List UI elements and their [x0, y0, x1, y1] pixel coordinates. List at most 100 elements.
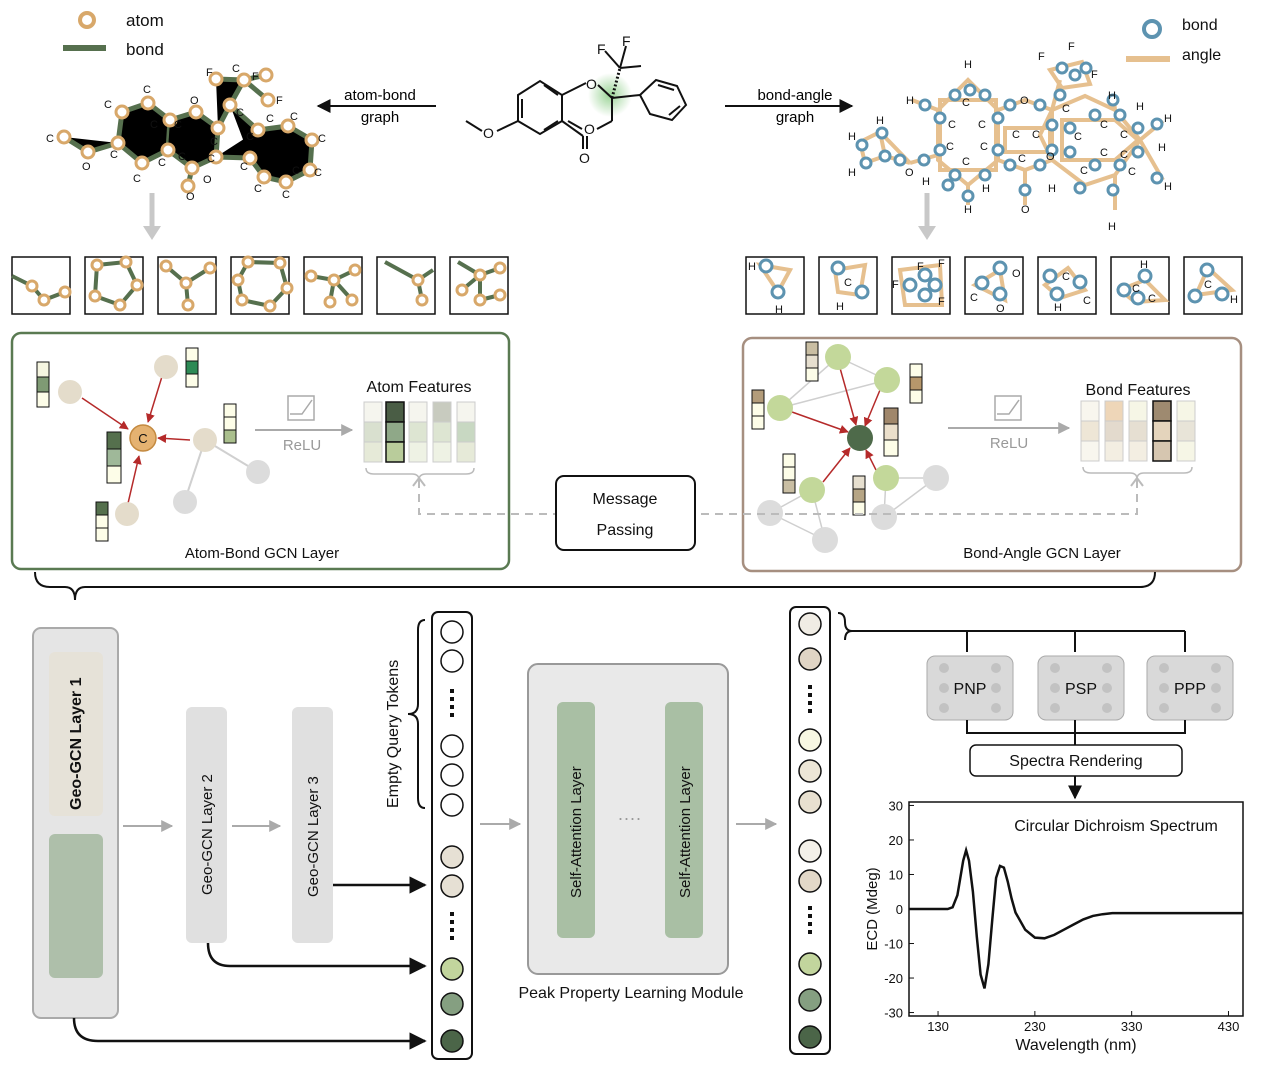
- graph-atom-label: C: [1080, 165, 1088, 177]
- ppp-head: PPP: [1146, 655, 1234, 721]
- graph-atom-label: O: [996, 303, 1005, 315]
- x-tick-label: 130: [927, 1019, 949, 1034]
- token-column-output: [789, 606, 1186, 1055]
- graph-atom-label: C: [207, 153, 215, 165]
- graph-atom-label: F: [917, 261, 924, 273]
- graph-atom-label: C: [1062, 103, 1070, 115]
- graph-atom-label: C: [1148, 293, 1156, 305]
- atom-panel-caption: Atom-Bond GCN Layer: [185, 545, 339, 562]
- graph-atom-label: F: [1091, 69, 1098, 81]
- graph-atom-label: H: [848, 167, 856, 179]
- graph-atom-label: C: [232, 63, 240, 75]
- graph-atom-label: H: [1108, 221, 1116, 233]
- graph-atom-label: H: [775, 304, 783, 316]
- psp-head: PSP: [1037, 655, 1125, 721]
- graph-atom-label: C: [210, 136, 218, 148]
- molecule-f2: F: [622, 33, 631, 49]
- graph-atom-label: H: [748, 261, 756, 273]
- y-tick-label: -20: [884, 971, 903, 986]
- atom-patch-7: [449, 256, 509, 315]
- peak-property-module: Self-Attention Layer Self-Attention Laye…: [480, 663, 778, 1002]
- atom-patch-3: [157, 256, 217, 315]
- graph-atom-label: H: [1158, 142, 1166, 154]
- atom-patches: [11, 255, 509, 315]
- angle-legend-label: angle: [1182, 47, 1221, 64]
- graph-atom-label: F: [1068, 41, 1075, 53]
- graph-atom-label: C: [46, 133, 54, 145]
- graph-atom-label: C: [946, 141, 954, 153]
- atom-patch-1: [11, 256, 72, 315]
- graph-atom-label: C: [1204, 279, 1212, 291]
- graph-atom-label: C: [158, 157, 166, 169]
- message-passing-line1: Message: [593, 491, 658, 508]
- bond-angle-arrow: bond-angle graph: [725, 87, 854, 126]
- graph-atom-label: C: [290, 111, 298, 123]
- geo-layer-1-label: Geo-GCN Layer 1: [68, 677, 85, 810]
- graph-atom-label: C: [1100, 147, 1108, 159]
- bond-node-legend-icon: [1142, 19, 1162, 39]
- module-caption: Peak Property Learning Module: [518, 985, 743, 1002]
- graph-atom-label: C: [143, 84, 151, 96]
- graph-atom-label: C: [266, 113, 274, 125]
- y-tick-label: 10: [889, 867, 903, 882]
- bond-legend-label: bond: [126, 40, 164, 59]
- ecd-series-line: [909, 845, 1243, 989]
- y-tick-label: 20: [889, 833, 903, 848]
- atom-features-title: Atom Features: [367, 379, 472, 396]
- molecule-labels: F F O O O O: [483, 33, 631, 166]
- geo-gcn-layers: Geo-GCN Layer 1 Geo-GCN Layer 2 Geo-GCN …: [32, 627, 427, 1050]
- graph-atom-label: C: [104, 99, 112, 111]
- graph-atom-label: H: [1048, 183, 1056, 195]
- down-arrows: [143, 193, 936, 240]
- graph-atom-label: H: [1230, 294, 1238, 306]
- graph-atom-label: C: [970, 292, 978, 304]
- graph-atom-label: O: [186, 191, 195, 203]
- graph-atom-label: C: [1083, 295, 1091, 307]
- bond-patch-5: CHC: [1037, 256, 1097, 315]
- atom-legend-icon: [78, 11, 96, 29]
- molecule-structure: [465, 45, 688, 149]
- chart-xlabel: Wavelength (nm): [1015, 1037, 1136, 1054]
- bond-patch-1: HH: [745, 256, 805, 316]
- graph-atom-label: C: [1132, 283, 1140, 295]
- graph-atom-label: C: [110, 149, 118, 161]
- atom-bond-gcn-panel: C ReLU Atom Features Atom-Bond GCN Layer: [10, 331, 511, 571]
- graph-atom-label: C: [178, 151, 186, 163]
- x-tick-label: 430: [1218, 1019, 1240, 1034]
- graph-atom-label: C: [1120, 129, 1128, 141]
- graph-atom-label: F: [206, 67, 213, 79]
- empty-query-label: Empty Query Tokens: [385, 660, 402, 808]
- layer-brace: [34, 571, 1156, 601]
- attention-layer-2-label: Self-Attention Layer: [677, 766, 694, 898]
- ecd-chart: Circular Dichroism Spectrum ECD (Mdeg) W…: [864, 798, 1244, 1054]
- graph-atom-label: C: [174, 119, 182, 131]
- graph-atom-label: C: [1018, 153, 1026, 165]
- atom-legend: atom bond: [63, 11, 164, 59]
- graph-atom-label: O: [1012, 268, 1021, 280]
- graph-atom-label: O: [905, 167, 914, 179]
- graph-atom-label: O: [1020, 95, 1029, 107]
- atom-patch-6: [376, 256, 436, 315]
- graph-atom-label: C: [254, 183, 262, 195]
- graph-atom-label: C: [236, 107, 244, 119]
- graph-atom-label: C: [962, 97, 970, 109]
- prediction-heads: PNP PSP PPP Spectra Rendering: [926, 655, 1234, 800]
- graph-atom-label: C: [292, 165, 300, 177]
- message-passing-line2: Passing: [597, 522, 654, 539]
- graph-atom-label: O: [190, 95, 199, 107]
- graph-atom-label: H: [922, 176, 930, 188]
- attention-layer-1-label: Self-Attention Layer: [568, 766, 585, 898]
- pnp-head: PNP: [926, 655, 1014, 721]
- graph-atom-label: C: [962, 156, 970, 168]
- atom-bond-label: atom-bond: [344, 87, 416, 104]
- graph-atom-label: C: [318, 133, 326, 145]
- atom-patch-4: [230, 255, 294, 315]
- bond-patch-7: CH: [1183, 256, 1243, 315]
- chart-frame: [908, 801, 1244, 1017]
- molecule-o1: O: [586, 76, 597, 92]
- molecule-o-carbonyl: O: [579, 150, 590, 166]
- graph-atom-label: C: [246, 131, 254, 143]
